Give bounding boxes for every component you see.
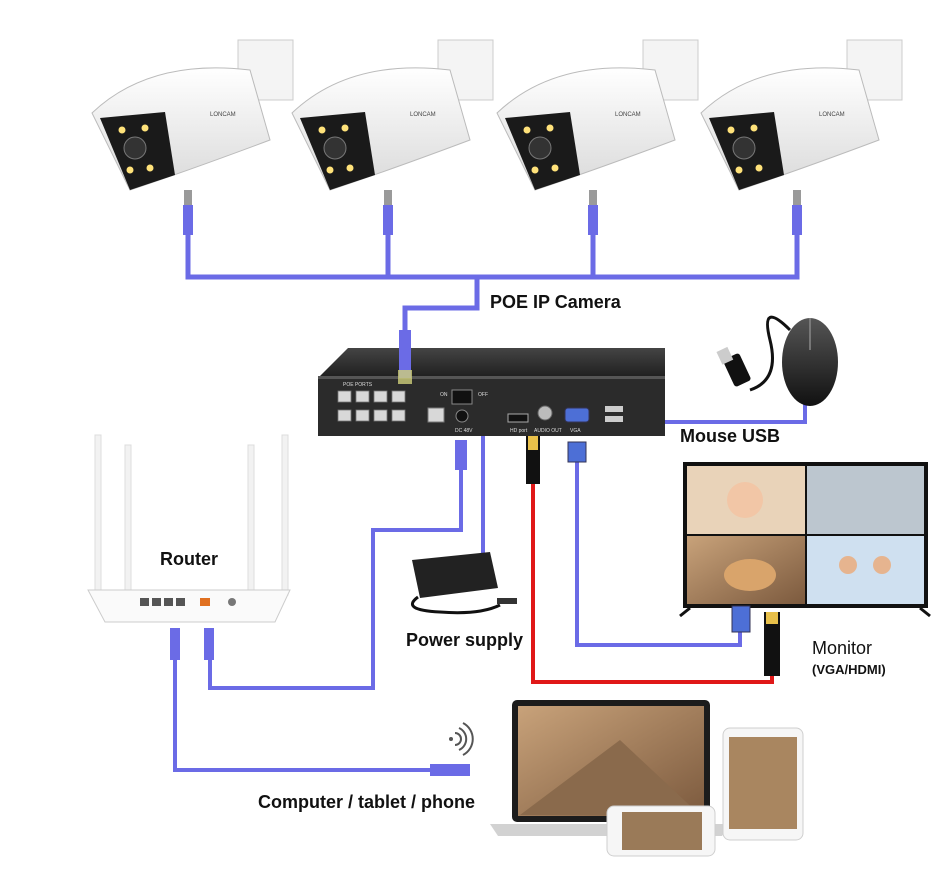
nvr-recorder: POE PORTS OFF ON DC 48V HD port AUDIO OU… <box>318 330 665 484</box>
camera-brand: LONCAM <box>210 112 236 118</box>
nvr-off-label: OFF <box>478 392 488 398</box>
power-supply-label: Power supply <box>406 630 524 650</box>
lan-cable-router-computer <box>173 660 432 772</box>
svg-text:LONCAM: LONCAM <box>615 112 641 118</box>
laptop <box>490 700 730 836</box>
wifi-icon <box>449 722 474 756</box>
poe-camera-label: POE IP Camera <box>490 292 621 312</box>
rj45-plug <box>430 764 470 776</box>
tablet <box>722 727 804 841</box>
power-adapter <box>411 552 517 615</box>
ip-camera-2: LONCAM <box>291 39 494 235</box>
monitor-sub-label: (VGA/HDMI) <box>812 662 886 677</box>
phone <box>606 805 716 857</box>
ip-camera-1: LONCAM <box>91 39 294 235</box>
nvr-on-label: ON <box>440 392 448 398</box>
vga-cable <box>575 460 742 647</box>
nvr-audio-label: AUDIO OUT <box>534 428 562 434</box>
ip-camera-4: LONCAM <box>700 39 903 235</box>
router <box>87 434 291 660</box>
svg-text:LONCAM: LONCAM <box>819 112 845 118</box>
devices-label: Computer / tablet / phone <box>258 792 476 812</box>
hdmi-cable <box>531 482 774 684</box>
usb-mouse <box>716 315 838 406</box>
monitor-label: Monitor <box>812 638 873 658</box>
camera-bus-cables <box>185 235 800 345</box>
nvr-poe-ports-label: POE PORTS <box>343 382 373 388</box>
router-label: Router <box>160 549 218 569</box>
mouse-usb-cable <box>627 400 807 424</box>
nvr-dc-label: DC 48V <box>455 428 473 434</box>
lan-cable-nvr-router <box>208 470 463 690</box>
svg-text:LONCAM: LONCAM <box>410 112 436 118</box>
ip-camera-3: LONCAM <box>496 39 699 235</box>
nvr-vga-label: VGA <box>570 428 581 434</box>
monitor <box>679 462 931 676</box>
nvr-hdmi-label: HD port <box>510 428 528 434</box>
mouse-usb-label: Mouse USB <box>680 426 781 446</box>
